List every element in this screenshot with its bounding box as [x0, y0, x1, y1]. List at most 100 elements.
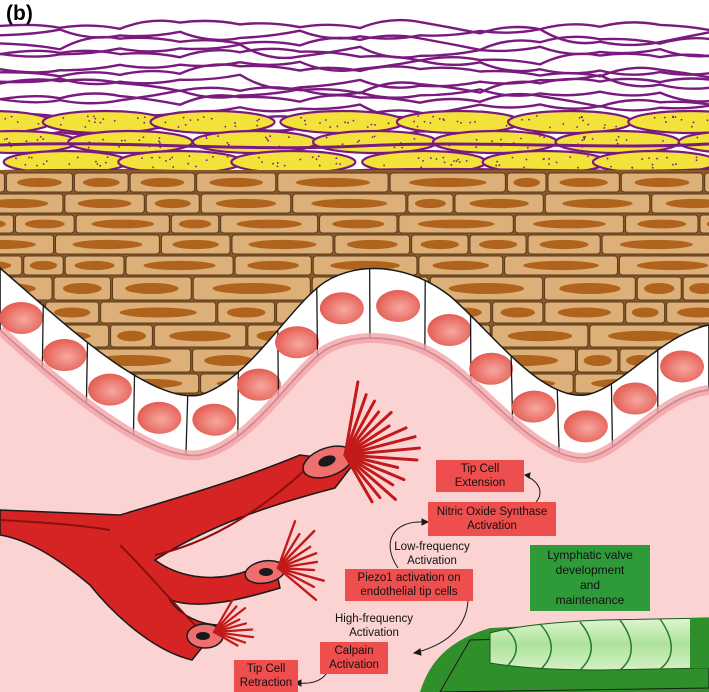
fibroblast-dot: [414, 138, 416, 140]
fibroblast-dot: [152, 166, 154, 168]
smooth-muscle-cell: [0, 173, 4, 192]
endothelial-nucleus: [427, 314, 471, 346]
fibroblast-dot: [413, 121, 415, 123]
low-frequency-line2: Activation: [384, 554, 480, 568]
fibroblast-dot: [583, 138, 585, 140]
fibroblast-dot: [142, 136, 144, 138]
lymphatic-valve-line2: development: [556, 563, 625, 578]
fibroblast-dot: [326, 137, 328, 139]
smooth-muscle-nucleus: [63, 283, 102, 294]
fibroblast-dot: [357, 141, 359, 143]
smooth-muscle-nucleus: [508, 331, 572, 342]
tip-cell-medium-nucleus: [259, 568, 273, 576]
fibroblast-dot: [159, 137, 161, 139]
fibroblast-dot: [358, 140, 360, 142]
fibroblast-dot: [543, 136, 545, 138]
smooth-muscle-nucleus: [533, 220, 606, 229]
fibroblast-dot: [466, 160, 468, 162]
fibroblast-dot: [105, 162, 107, 164]
fibroblast-dot: [456, 160, 458, 162]
fibroblast-cell: [628, 111, 709, 133]
fibroblast-dot: [521, 119, 523, 121]
fibroblast-dot: [652, 164, 654, 166]
fibroblast-dot: [371, 124, 373, 126]
fibroblast-dot: [265, 137, 267, 139]
fibroblast-dot: [432, 116, 434, 118]
smooth-muscle-nucleus: [117, 331, 146, 342]
fibroblast-dot: [272, 163, 274, 165]
smooth-muscle-nucleus: [608, 331, 682, 342]
fibroblast-dot: [165, 160, 167, 162]
fibroblast-dot: [372, 136, 374, 138]
fibroblast-dot: [165, 122, 167, 124]
fibroblast-dot: [42, 138, 44, 140]
tip-cell-retraction-box: Tip Cell Retraction: [234, 660, 298, 692]
fibroblast-dot: [523, 167, 525, 169]
fibroblast-dot: [124, 140, 126, 142]
fibroblast-dot: [417, 126, 419, 128]
smooth-muscle-nucleus: [91, 220, 154, 229]
fibroblast-cell: [556, 131, 680, 153]
fibroblast-dot: [169, 158, 171, 160]
fibroblast-dot: [691, 126, 693, 128]
fibroblast-cell: [280, 111, 404, 133]
smooth-muscle-nucleus: [558, 307, 611, 317]
fibroblast-dot: [500, 139, 502, 141]
fibroblast-cell: [397, 111, 521, 133]
fibroblast-dot: [217, 135, 219, 137]
high-frequency-line1: High-frequency: [326, 612, 422, 626]
calpain-activation-box: Calpain Activation: [320, 642, 388, 674]
fibroblast-dot: [626, 139, 628, 141]
fibroblast-dot: [88, 147, 90, 149]
fibroblast-dot: [234, 125, 236, 127]
fibroblast-dot: [266, 138, 268, 140]
smooth-muscle-nucleus: [212, 283, 291, 294]
fibroblast-dot: [641, 158, 643, 160]
fibroblast-dot: [457, 121, 459, 123]
panel-label: (b): [6, 2, 33, 26]
fibroblast-dot: [267, 140, 269, 142]
fibroblast-dot: [665, 121, 667, 123]
fibroblast-dot: [496, 161, 498, 163]
fibroblast-dot: [536, 115, 538, 117]
fibroblast-dot: [335, 163, 337, 165]
fibroblast-dot: [618, 136, 620, 138]
fibroblast-dot: [158, 140, 160, 142]
smooth-muscle-nucleus: [415, 199, 446, 208]
fibroblast-dot: [374, 135, 376, 137]
fibroblast-dot: [258, 118, 260, 120]
fibroblast-dot: [319, 122, 321, 124]
fibroblast-dot: [394, 146, 396, 148]
fibroblast-dot: [654, 117, 656, 119]
fibroblast-dot: [31, 157, 33, 159]
smooth-muscle-nucleus: [559, 283, 620, 294]
fibroblast-dot: [424, 121, 426, 123]
nos-activation-line1: Nitric Oxide Synthase: [437, 505, 548, 519]
fibroblast-dot: [94, 121, 96, 123]
fibroblast-dot: [211, 118, 213, 120]
fibroblast-dot: [675, 116, 677, 118]
endothelial-nucleus: [660, 350, 704, 382]
fibroblast-dot: [336, 125, 338, 127]
fibroblast-dot: [656, 158, 658, 160]
fibroblast-dot: [367, 126, 369, 128]
smooth-muscle-nucleus: [120, 307, 197, 317]
fibroblast-dot: [347, 122, 349, 124]
fibroblast-dot: [312, 156, 314, 158]
smooth-muscle-nucleus: [125, 283, 178, 294]
fibroblast-dot: [548, 163, 550, 165]
smooth-muscle-nucleus: [635, 178, 690, 187]
fibroblast-dot: [185, 124, 187, 126]
fibroblast-dot: [227, 156, 229, 158]
fibroblast-dot: [604, 124, 606, 126]
fibroblast-dot: [652, 167, 654, 169]
fibroblast-dot: [159, 157, 161, 159]
fibroblast-dot: [234, 122, 236, 124]
smooth-muscle-nucleus: [83, 178, 120, 187]
fibroblast-dot: [444, 162, 446, 164]
smooth-muscle-nucleus: [311, 199, 387, 208]
smooth-muscle-nucleus: [449, 283, 524, 294]
fibroblast-dot: [491, 140, 493, 142]
smooth-muscle-nucleus: [540, 240, 589, 249]
